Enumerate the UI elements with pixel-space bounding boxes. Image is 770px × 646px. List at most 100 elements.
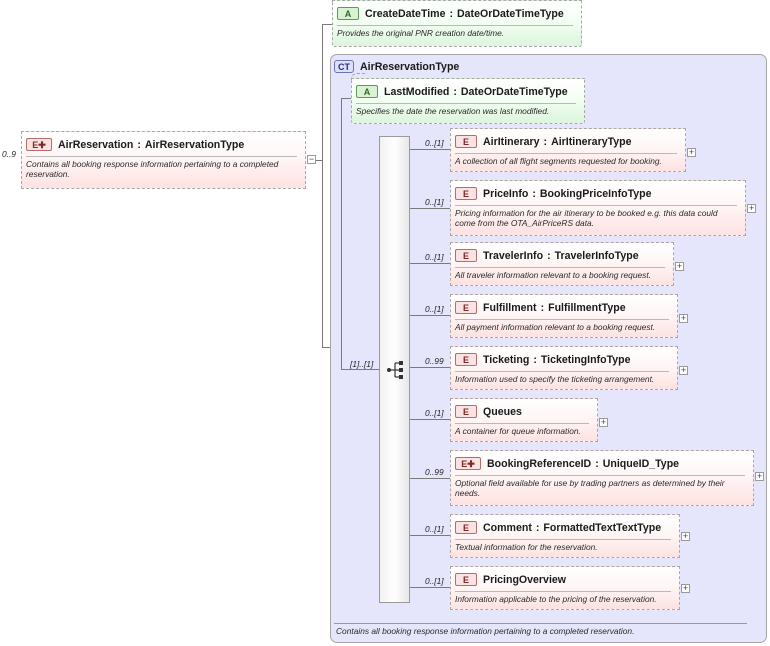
element-type: TravelerInfoType xyxy=(554,249,639,262)
complex-type-header: CT AirReservationType xyxy=(334,58,459,74)
element-name: Ticketing xyxy=(483,353,530,366)
divider xyxy=(334,623,747,624)
expand-plus-icon[interactable]: + xyxy=(747,203,756,213)
element-badge: E xyxy=(455,521,477,535)
attribute-createdatetime[interactable]: A CreateDateTime:DateOrDateTimeType Provi… xyxy=(332,0,582,47)
element-name: Queues xyxy=(483,405,522,418)
element-type: AirItineraryType xyxy=(551,135,632,148)
attribute-documentation: Specifies the date the reservation was l… xyxy=(356,106,550,116)
name-separator: : xyxy=(540,301,545,314)
element-type: TicketingInfoType xyxy=(540,353,631,366)
divider xyxy=(455,205,737,206)
connector xyxy=(322,347,331,348)
element-badge: E xyxy=(455,405,477,419)
element-documentation: Pricing information for the air itinerar… xyxy=(455,208,718,228)
expand-plus-icon[interactable]: + xyxy=(687,147,696,157)
attribute-name: CreateDateTime xyxy=(365,7,446,20)
element-name: Comment xyxy=(483,521,532,534)
attribute-documentation: Provides the original PNR creation date/… xyxy=(337,28,505,38)
element-name: BookingReferenceID xyxy=(487,457,592,470)
element-documentation: Optional field available for use by trad… xyxy=(455,478,725,498)
connector xyxy=(316,160,322,161)
element-documentation: Contains all booking response informatio… xyxy=(26,159,279,179)
element-badge: E xyxy=(455,249,477,263)
attribute-badge: A xyxy=(356,85,378,99)
element-badge: E xyxy=(455,187,477,201)
collapse-minus-icon[interactable]: − xyxy=(307,154,316,164)
attribute-type: DateOrDateTimeType xyxy=(457,7,564,20)
connector xyxy=(341,98,351,99)
element-documentation: All payment information relevant to a bo… xyxy=(455,322,656,332)
expand-plus-icon[interactable]: + xyxy=(681,583,690,593)
name-separator: : xyxy=(533,353,537,366)
child-occurrence: 0..[1] xyxy=(425,304,444,314)
element-type: BookingPriceInfoType xyxy=(539,187,652,200)
name-separator: : xyxy=(453,85,457,98)
child-occurrence: 0..[1] xyxy=(425,138,444,148)
expand-plus-icon[interactable]: + xyxy=(679,365,688,375)
element-type: UniqueID_Type xyxy=(602,457,680,470)
element-type: AirReservationType xyxy=(144,138,245,151)
element-name: TravelerInfo xyxy=(483,249,544,262)
divider xyxy=(455,475,745,476)
divider xyxy=(337,25,573,26)
element-documentation: Information applicable to the pricing of… xyxy=(455,594,657,604)
connector xyxy=(410,149,450,150)
child-occurrence: 0..[1] xyxy=(425,524,444,534)
sequence-occurrence: [1]..[1] xyxy=(350,359,374,369)
expand-plus-icon[interactable]: + xyxy=(679,313,688,323)
element-documentation: Textual information for the reservation. xyxy=(455,542,598,552)
element-documentation: Information used to specify the ticketin… xyxy=(455,374,655,384)
attribute-type: DateOrDateTimeType xyxy=(460,85,568,98)
element-documentation: A collection of all flight segments requ… xyxy=(455,156,662,166)
element-badge: E xyxy=(455,301,477,315)
element-documentation: All traveler information relevant to a b… xyxy=(455,270,651,280)
name-separator: : xyxy=(137,138,141,151)
divider xyxy=(455,319,669,320)
divider xyxy=(455,267,665,268)
sequence-compositor-icon[interactable] xyxy=(386,360,406,380)
expand-plus-icon[interactable]: + xyxy=(599,417,608,427)
expand-plus-icon[interactable]: + xyxy=(681,531,690,541)
divider xyxy=(356,103,576,104)
connector xyxy=(410,587,450,588)
divider xyxy=(26,156,297,157)
connector xyxy=(341,98,342,369)
connector xyxy=(410,367,450,368)
complex-type-badge: CT xyxy=(334,60,354,74)
name-separator: : xyxy=(449,7,454,20)
expand-plus-icon[interactable]: + xyxy=(755,471,764,481)
child-occurrence: 0..[1] xyxy=(425,408,444,418)
child-occurrence: 0..99 xyxy=(425,356,444,366)
connector xyxy=(410,208,450,209)
element-documentation: A container for queue information. xyxy=(455,426,581,436)
connector xyxy=(410,535,450,536)
complex-type-name: AirReservationType xyxy=(360,60,460,73)
divider xyxy=(455,539,671,540)
complex-type-documentation: Contains all booking response informatio… xyxy=(336,626,635,636)
element-badge: E✚ xyxy=(26,138,52,152)
divider xyxy=(455,591,671,592)
divider xyxy=(455,371,669,372)
child-occurrence: 0..[1] xyxy=(425,197,444,207)
expand-plus-icon[interactable]: + xyxy=(675,261,684,271)
element-name: PricingOverview xyxy=(483,573,567,586)
child-element-queues[interactable]: E Queues A container for queue information… xyxy=(450,398,598,442)
attribute-badge: A xyxy=(337,7,359,21)
divider xyxy=(455,423,589,424)
element-name: Fulfillment xyxy=(483,301,537,314)
connector xyxy=(410,263,450,264)
root-occurrence: 0..9 xyxy=(2,149,16,159)
divider xyxy=(455,153,677,154)
element-type: FormattedTextTextType xyxy=(543,521,662,534)
root-element-airreservation[interactable]: E✚AirReservation:AirReservationType Cont… xyxy=(21,131,306,189)
